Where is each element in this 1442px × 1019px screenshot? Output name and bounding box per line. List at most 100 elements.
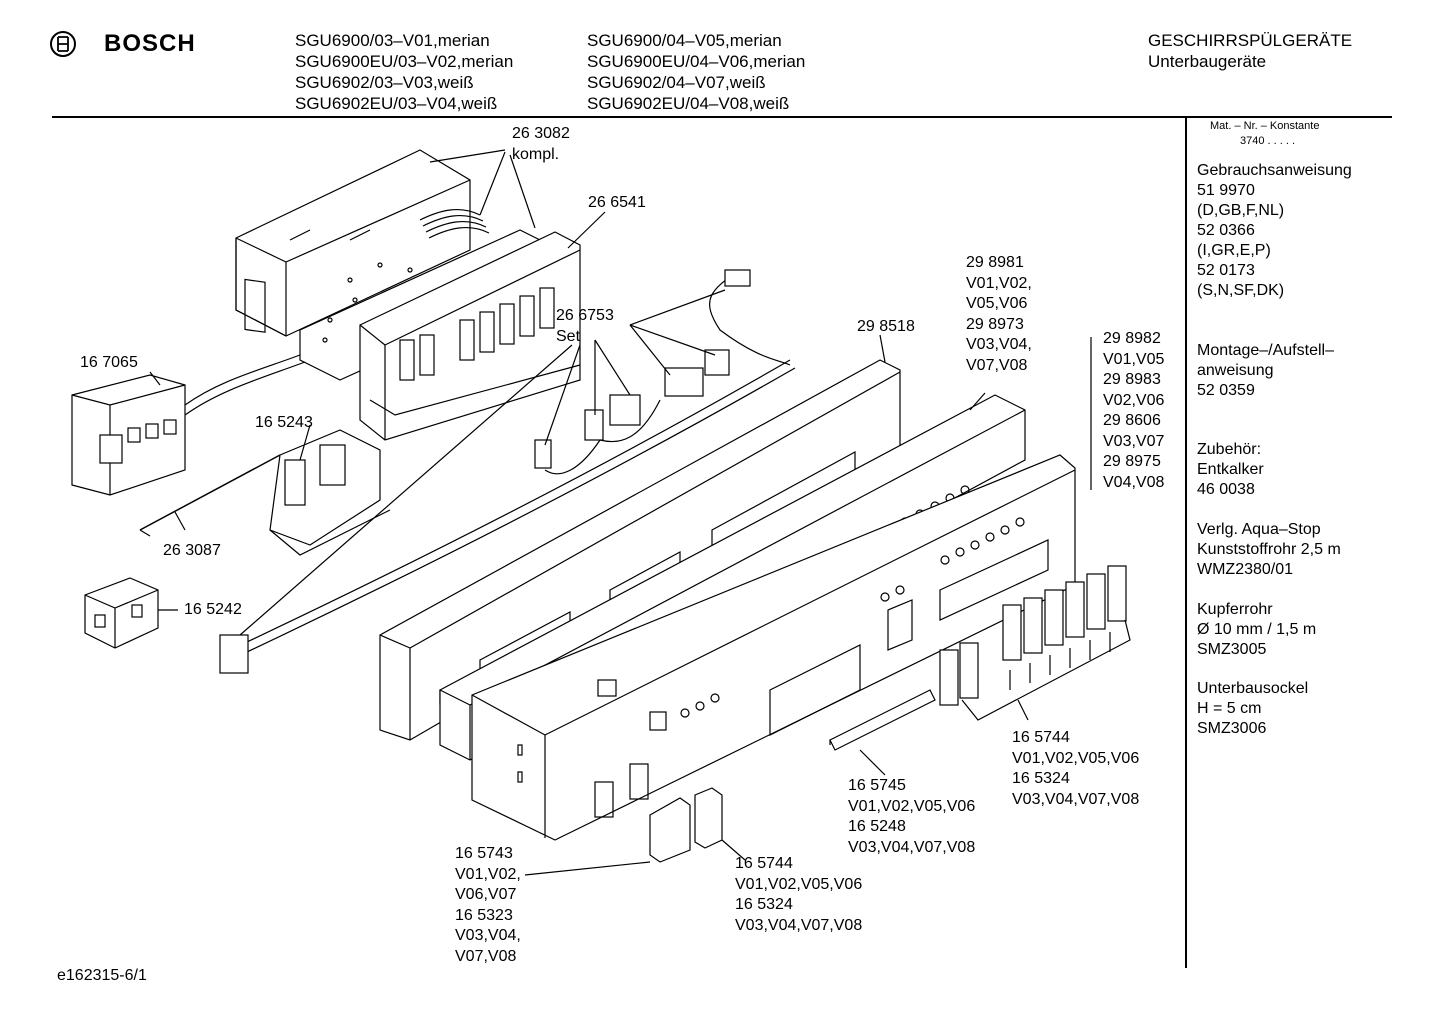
- leader: [859, 749, 886, 776]
- control-module-front: [359, 231, 581, 441]
- mat-nr-value: 3740 . . . . .: [1240, 135, 1296, 147]
- model-line: SGU6902EU/04–V08,weiß: [587, 94, 790, 113]
- leader: [149, 371, 161, 386]
- sidebar-line: WMZ2380/01: [1197, 561, 1294, 578]
- part-number: 16 5323: [455, 906, 513, 924]
- variant: V07,V08: [966, 356, 1028, 374]
- switch-unit-167065: [71, 354, 306, 496]
- variant: V03,V04,V07,V08: [848, 838, 976, 856]
- sidebar-line: (D,GB,F,NL): [1197, 202, 1285, 219]
- label-165745: 16 5745 V01,V02,V05,V06 16 5248 V03,V04,…: [848, 776, 975, 858]
- part-number: 16 5243: [255, 414, 313, 431]
- model-line: SGU6900/04–V05,merian: [587, 31, 782, 50]
- part-number: 29 8606: [1103, 412, 1161, 429]
- sidebar-block-copper: Kupferrohr Ø 10 mm / 1,5 m SMZ3005: [1197, 600, 1316, 660]
- sidebar-line: SMZ3006: [1197, 720, 1267, 737]
- model-line: SGU6902/04–V07,weiß: [587, 73, 766, 92]
- variant: V01,V02,V05,V06: [848, 797, 976, 815]
- button-row-165744: [939, 565, 1131, 721]
- label-263087: 26 3087: [163, 541, 221, 562]
- leader: [174, 511, 186, 531]
- variant: V07,V08: [455, 947, 517, 965]
- variant: V03,V07: [1103, 432, 1165, 450]
- part-number: 29 8983: [1103, 371, 1161, 388]
- sidebar-line: Kupferrohr: [1197, 601, 1273, 618]
- label-263082: 26 3082 kompl.: [512, 124, 570, 165]
- label-266753: 26 6753 Set: [556, 306, 614, 347]
- part-number: 26 3087: [163, 542, 221, 559]
- sidebar-block-accessory: Zubehör: Entkalker 46 0038: [1197, 440, 1264, 500]
- part-number: 29 8973: [966, 315, 1024, 333]
- leader: [879, 334, 886, 363]
- sidebar-line: 52 0359: [1197, 382, 1255, 399]
- part-number: 16 5248: [848, 818, 906, 835]
- part-number: 29 8975: [1103, 453, 1161, 470]
- label-165744-bottom: 16 5744 V01,V02,V05,V06 16 5324 V03,V04,…: [735, 854, 862, 936]
- sidebar-block-aquastop: Verlg. Aqua–Stop Kunststoffrohr 2,5 m WM…: [1197, 520, 1341, 580]
- sidebar-line: Unterbausockel: [1197, 680, 1309, 697]
- leader: [429, 149, 506, 163]
- sidebar-line: 46 0038: [1197, 481, 1255, 498]
- part-number: 16 5242: [184, 601, 242, 618]
- sidebar-line: Gebrauchsanweisung: [1197, 162, 1352, 179]
- leader: [299, 424, 311, 461]
- variant: V03,V04,: [455, 927, 521, 944]
- label-298981: 29 8981 V01,V02, V05,V06 29 8973 V03,V04…: [966, 253, 1032, 376]
- part-number: 26 6541: [588, 194, 646, 211]
- part-number: 16 5324: [1012, 770, 1070, 787]
- variant: V01,V02,: [966, 274, 1032, 292]
- subcategory: Unterbaugeräte: [1148, 52, 1267, 71]
- bosch-logo: [48, 29, 78, 64]
- part-number: 26 6753: [556, 307, 614, 324]
- variant: V04,V08: [1103, 473, 1165, 491]
- sidebar-line: SMZ3005: [1197, 641, 1267, 658]
- leader: [629, 324, 716, 356]
- part-number: 16 5744: [1012, 729, 1070, 746]
- document-id: e162315-6/1: [57, 967, 147, 984]
- leader: [567, 211, 606, 249]
- sidebar-line: Ø 10 mm / 1,5 m: [1197, 621, 1317, 638]
- part-number: 16 5745: [848, 777, 906, 794]
- model-line: SGU6902/03–V03,weiß: [295, 73, 474, 92]
- leader: [629, 324, 671, 376]
- sidebar-line: Kunststoffrohr 2,5 m: [1197, 541, 1341, 558]
- model-line: SGU6900/03–V01,merian: [295, 31, 490, 50]
- label-165243: 16 5243: [255, 413, 313, 434]
- label-298982: 29 8982 V01,V05 29 8983 V02,V06 29 8606 …: [1103, 329, 1164, 493]
- variant: V01,V02,: [455, 865, 521, 883]
- leader: [969, 392, 986, 411]
- variant: V01,V02,V05,V06: [1012, 749, 1140, 767]
- mat-nr-header: Mat. – Nr. – Konstante: [1210, 120, 1320, 132]
- label-266541: 26 6541: [588, 193, 646, 214]
- models-column-2: SGU6900/04–V05,merian SGU6900EU/04–V06,m…: [587, 30, 805, 114]
- leader: [479, 151, 506, 216]
- wire-harness: [219, 269, 796, 674]
- ribbon-cable: [419, 209, 490, 239]
- variant: V03,V04,: [966, 336, 1032, 353]
- part-note: Set: [556, 327, 581, 345]
- rod-263087: [139, 454, 281, 531]
- label-165242: 16 5242: [184, 600, 242, 621]
- buttons-bottom: [649, 787, 723, 863]
- sidebar-line: Verlg. Aqua–Stop: [1197, 521, 1321, 538]
- electronic-module-housing: [235, 149, 471, 337]
- category: GESCHIRRSPÜLGERÄTE: [1148, 31, 1353, 50]
- leader: [509, 154, 536, 229]
- sidebar-line: Zubehör:: [1197, 441, 1262, 458]
- label-165743: 16 5743 V01,V02, V06,V07 16 5323 V03,V04…: [455, 844, 521, 967]
- models-column-1: SGU6900/03–V01,merian SGU6900EU/03–V02,m…: [295, 30, 513, 114]
- sidebar-block-manual: Gebrauchsanweisung 51 9970 (D,GB,F,NL) 5…: [1197, 161, 1352, 301]
- leader: [721, 839, 746, 861]
- variant: V03,V04,V07,V08: [1012, 790, 1140, 808]
- part-number: 26 3082: [512, 125, 570, 142]
- sidebar-line: 51 9970: [1197, 182, 1255, 199]
- variant: V02,V06: [1103, 391, 1165, 409]
- leader: [594, 339, 631, 396]
- sidebar-line: 52 0173: [1197, 262, 1255, 279]
- sidebar-line: (I,GR,E,P): [1197, 242, 1271, 259]
- connector-165242: [84, 577, 159, 649]
- model-line: SGU6900EU/04–V06,merian: [587, 52, 806, 71]
- model-line: SGU6902EU/03–V04,weiß: [295, 94, 498, 113]
- part-number: 16 5744: [735, 855, 793, 872]
